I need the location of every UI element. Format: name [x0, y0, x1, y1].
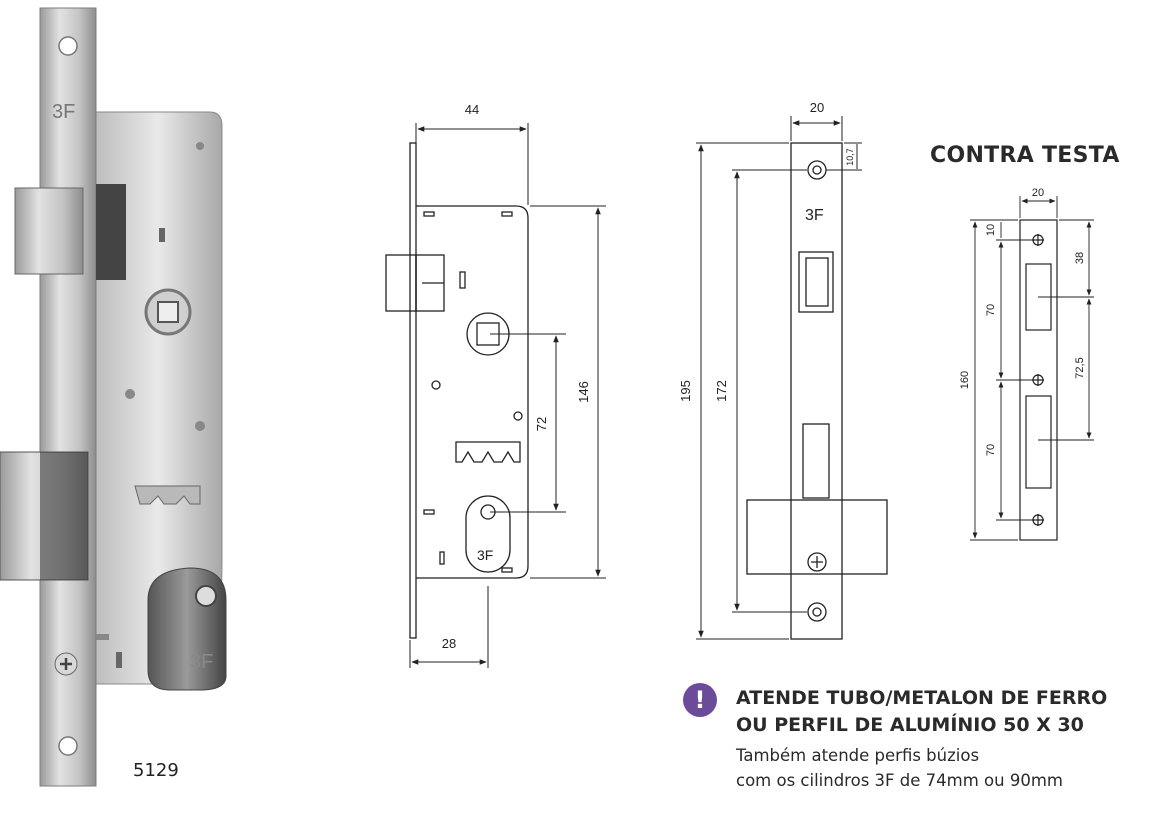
- dim-label-160: 160: [959, 371, 971, 389]
- dim-label-28: 28: [442, 636, 456, 651]
- front-cross-screw-slot: [811, 556, 823, 568]
- exclamation-icon: !: [683, 683, 717, 717]
- cylinder: [147, 567, 227, 691]
- model-number: 5129: [133, 760, 179, 781]
- contra-testa-drawing: [1019, 219, 1058, 541]
- dim-label-146: 146: [576, 381, 591, 403]
- contra-testa-title: CONTRA TESTA: [930, 143, 1120, 168]
- dim-label-10-ct: 10: [985, 224, 997, 236]
- side-hole-a: [431, 380, 441, 390]
- side-latch: [385, 254, 417, 312]
- front-logo: 3F: [805, 207, 824, 224]
- side-view-dimensions: [409, 123, 606, 668]
- dim-label-20-front: 20: [810, 100, 824, 115]
- notice-text: ATENDE TUBO/METALON DE FERRO OU PERFIL D…: [736, 685, 1156, 793]
- notice-subtext-1: Também atende perfis búzios: [736, 746, 980, 765]
- side-small-a: [423, 211, 435, 217]
- front-latch-inner: [805, 257, 829, 307]
- bottom-tab: [95, 634, 109, 640]
- dim-label-195: 195: [678, 380, 693, 402]
- front-latch-window: [798, 251, 834, 313]
- front-view-drawing: 3F: [746, 142, 888, 640]
- dim-label-72-5: 72,5: [1074, 357, 1086, 378]
- front-view-dimensions: [696, 116, 862, 640]
- side-body: [416, 205, 529, 579]
- dim-label-70-lower: 70: [985, 444, 997, 456]
- faceplate-logo: 3F: [52, 101, 75, 123]
- side-small-d: [501, 567, 513, 573]
- side-small-b: [501, 211, 513, 217]
- bottom-slot: [116, 652, 122, 668]
- latch-bolt: [14, 187, 84, 275]
- front-faceplate: [790, 142, 843, 640]
- faceplate-bottom-hole: [58, 736, 78, 756]
- notice-headline-1: ATENDE TUBO/METALON DE FERRO: [736, 687, 1108, 709]
- product-photo: 3F 3F: [0, 7, 227, 787]
- dim-label-38: 38: [1074, 252, 1086, 264]
- screw-mid2: [195, 421, 205, 431]
- small-slot: [159, 228, 165, 242]
- dim-label-10-7: 10,7: [845, 148, 855, 166]
- dim-label-20-ct: 20: [1032, 187, 1044, 199]
- front-deadbolt: [746, 499, 888, 575]
- notice-subtext-2: com os cilindros 3F de 74mm ou 90mm: [736, 771, 1063, 790]
- dim-label-70-upper: 70: [985, 304, 997, 316]
- comb-mechanism: [134, 485, 201, 505]
- dim-label-172: 172: [714, 380, 729, 402]
- faceplate-top-hole: [58, 36, 78, 56]
- front-top-hole: [807, 160, 827, 180]
- contra-testa-dimensions: [970, 196, 1094, 541]
- side-logo: 3F: [477, 547, 493, 563]
- side-slot: [459, 271, 466, 289]
- screw-top: [196, 142, 204, 150]
- side-comb: [455, 441, 521, 463]
- screw-mid: [125, 389, 135, 399]
- front-cross-screw: [807, 552, 827, 572]
- cylinder-keyway: [195, 585, 217, 607]
- front-deadbolt-window: [802, 423, 830, 499]
- deadbolt-shadow: [40, 452, 88, 580]
- front-bottom-hole-inner: [812, 607, 822, 617]
- side-faceplate: [409, 142, 417, 639]
- dim-label-44: 44: [465, 102, 479, 117]
- side-cylinder: [465, 495, 511, 573]
- front-bottom-hole: [807, 602, 827, 622]
- notice-headline-2: OU PERFIL DE ALUMÍNIO 50 X 30: [736, 714, 1084, 736]
- side-view-drawing: 3F: [385, 142, 529, 639]
- side-hole-b: [513, 411, 523, 421]
- cross-screw-slot: [60, 658, 72, 670]
- latch-slot: [96, 184, 126, 280]
- dim-label-72: 72: [534, 417, 549, 431]
- front-top-hole-inner: [812, 165, 822, 175]
- strike-slot-lower: [1025, 395, 1052, 489]
- side-small-c: [423, 509, 435, 515]
- spindle-square: [157, 301, 179, 323]
- cylinder-logo: 3F: [190, 651, 213, 673]
- side-small-e: [439, 551, 445, 565]
